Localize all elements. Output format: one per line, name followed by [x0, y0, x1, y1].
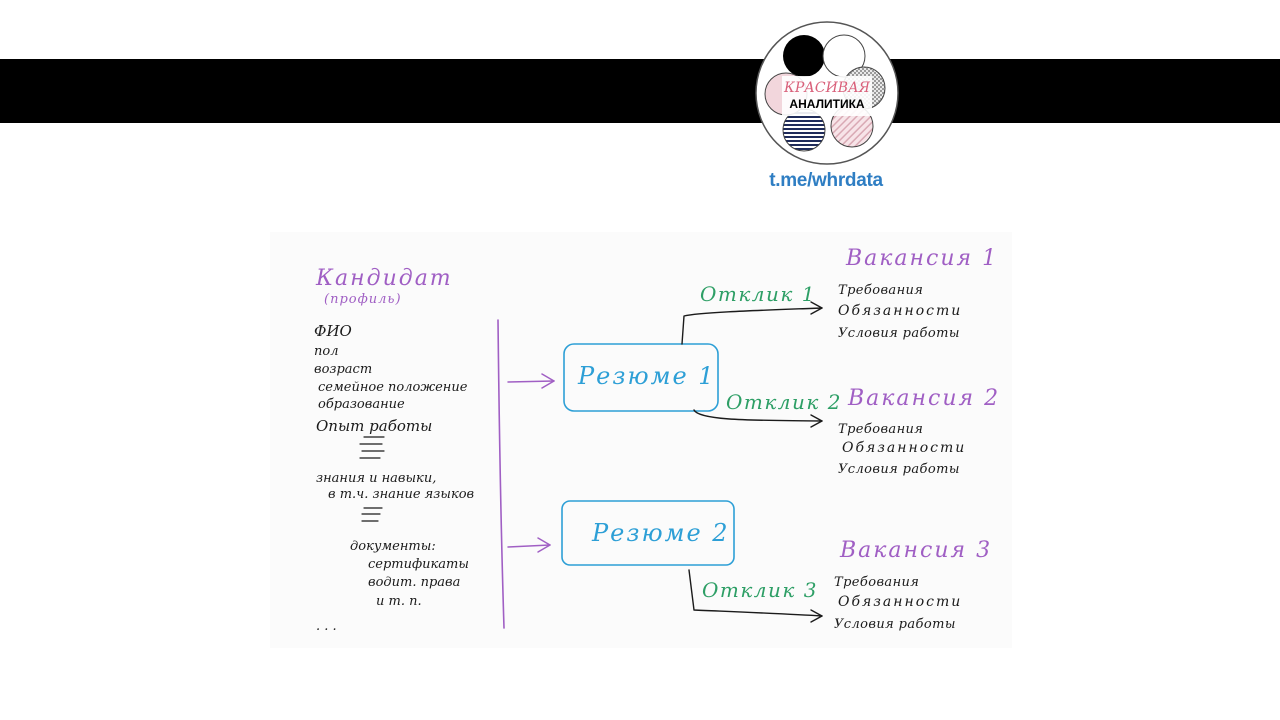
attr-fio: ФИО — [314, 322, 352, 340]
vacancy-3-conditions: Условия работы — [834, 617, 956, 632]
response-2-arrow — [693, 409, 823, 422]
divider-line — [497, 319, 505, 629]
attr-etc: и т. п. — [376, 594, 422, 609]
vacancy-2-title: Вакансия 2 — [848, 386, 1001, 411]
logo-line1: КРАСИВАЯ — [783, 80, 871, 96]
response-2-label: Отклик 2 — [726, 390, 842, 414]
resume-2-label: Резюме 2 — [592, 519, 730, 547]
brand-logo: КРАСИВАЯ АНАЛИТИКА — [754, 20, 900, 166]
attr-driving-license: водит. права — [368, 575, 461, 590]
diagram-connectors — [359, 301, 823, 629]
vacancy-1-duties: Обязанности — [838, 303, 963, 319]
attr-age: возраст — [314, 362, 373, 377]
arrow-to-resume-2 — [507, 544, 551, 548]
attr-skills: знания и навыки, — [316, 471, 437, 486]
attr-marital-status: семейное положение — [318, 380, 468, 395]
resume-box-2 — [561, 500, 735, 566]
header-black-bar — [0, 59, 1280, 123]
response-1-arrow — [681, 307, 823, 345]
resume-box-1 — [563, 343, 719, 412]
vacancy-2-conditions: Условия работы — [838, 462, 960, 477]
vacancy-1-requirements: Требования — [838, 283, 924, 298]
candidate-title: Кандидат — [316, 266, 453, 291]
vacancy-1-title: Вакансия 1 — [846, 246, 999, 271]
response-3-arrow — [688, 569, 823, 617]
attr-certificates: сертификаты — [368, 557, 469, 572]
channel-link[interactable]: t.me/whrdata — [769, 170, 883, 191]
diagram-whiteboard: Кандидат (профиль) ФИО пол возраст семей… — [270, 232, 1012, 648]
attr-education: образование — [318, 397, 405, 412]
vacancy-3-duties: Обязанности — [838, 594, 963, 610]
vacancy-1-conditions: Условия работы — [838, 326, 960, 341]
arrow-to-resume-1 — [507, 380, 555, 383]
vacancy-2-requirements: Требования — [838, 422, 924, 437]
attr-documents: документы: — [350, 539, 436, 554]
logo-line2: АНАЛИТИКА — [789, 97, 864, 111]
attr-gender: пол — [314, 344, 339, 359]
response-1-label: Отклик 1 — [700, 282, 816, 306]
attr-more: . . . — [316, 619, 337, 634]
attr-languages: в т.ч. знание языков — [328, 487, 475, 502]
resume-1-label: Резюме 1 — [578, 362, 716, 390]
flower-logo-icon: КРАСИВАЯ АНАЛИТИКА — [755, 21, 899, 165]
vacancy-3-requirements: Требования — [834, 575, 920, 590]
vacancy-3-title: Вакансия 3 — [840, 538, 993, 563]
attr-experience: Опыт работы — [316, 417, 433, 435]
vacancy-2-duties: Обязанности — [842, 440, 967, 456]
candidate-subtitle: (профиль) — [324, 292, 402, 307]
response-3-label: Отклик 3 — [702, 578, 818, 602]
